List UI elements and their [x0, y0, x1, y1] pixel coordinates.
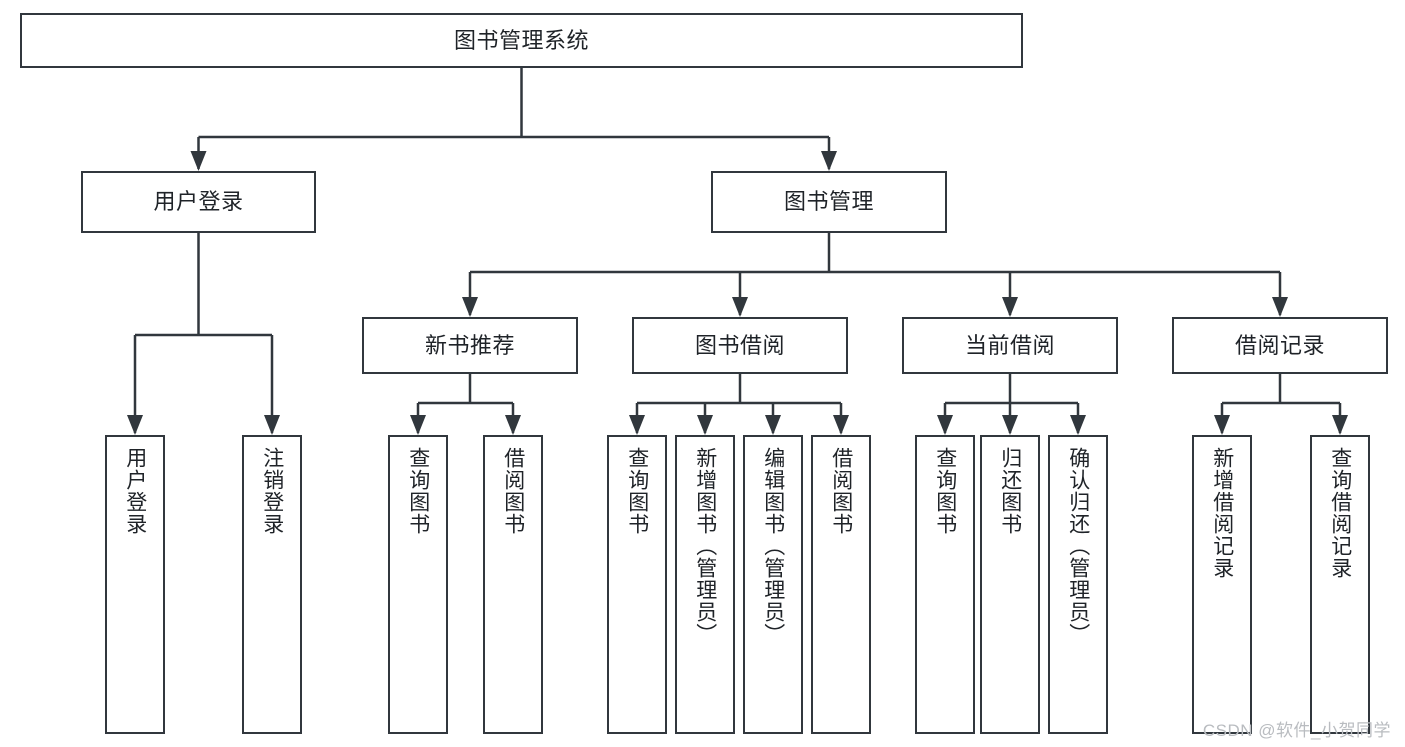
node-label: 图书管理系统 [453, 27, 589, 53]
node-leaf-query-book-rec[interactable]: 查询图书 [388, 435, 448, 734]
node-label: 编辑图书（管理员） [761, 447, 785, 645]
node-new-book-recommend[interactable]: 新书推荐 [362, 317, 578, 374]
node-leaf-user-login[interactable]: 用户登录 [105, 435, 165, 734]
node-label: 借阅图书 [501, 447, 525, 535]
node-leaf-edit-book-admin[interactable]: 编辑图书（管理员） [743, 435, 803, 734]
node-label: 图书借阅 [694, 332, 785, 358]
node-label: 新增借阅记录 [1210, 447, 1234, 579]
node-label: 当前借阅 [964, 332, 1055, 358]
node-root[interactable]: 图书管理系统 [20, 13, 1023, 68]
node-book-manage[interactable]: 图书管理 [711, 171, 947, 233]
node-leaf-query-borrow-rec[interactable]: 查询借阅记录 [1310, 435, 1370, 734]
node-label: 查询图书 [406, 447, 430, 535]
node-leaf-confirm-return[interactable]: 确认归还（管理员） [1048, 435, 1108, 734]
node-leaf-add-book-admin[interactable]: 新增图书（管理员） [675, 435, 735, 734]
node-label: 查询图书 [625, 447, 649, 535]
node-leaf-query-book-bor[interactable]: 查询图书 [607, 435, 667, 734]
node-leaf-logout[interactable]: 注销登录 [242, 435, 302, 734]
node-label: 新书推荐 [424, 332, 515, 358]
node-label: 用户登录 [153, 189, 244, 214]
node-label: 新增图书（管理员） [693, 447, 717, 645]
node-current-borrow[interactable]: 当前借阅 [902, 317, 1118, 374]
node-label: 用户登录 [123, 447, 147, 535]
node-label: 确认归还（管理员） [1066, 447, 1090, 645]
node-leaf-borrow-book-rec[interactable]: 借阅图书 [483, 435, 543, 734]
node-label: 图书管理 [783, 189, 874, 214]
node-label: 注销登录 [260, 447, 284, 535]
node-leaf-add-borrow-rec[interactable]: 新增借阅记录 [1192, 435, 1252, 734]
node-label: 归还图书 [998, 447, 1022, 535]
node-book-borrow[interactable]: 图书借阅 [632, 317, 848, 374]
node-label: 查询借阅记录 [1328, 447, 1352, 579]
node-label: 查询图书 [933, 447, 957, 535]
node-label: 借阅图书 [829, 447, 853, 535]
node-borrow-record[interactable]: 借阅记录 [1172, 317, 1388, 374]
watermark-text: CSDN @软件_小贺同学 [1202, 721, 1391, 740]
node-leaf-borrow-book-bor[interactable]: 借阅图书 [811, 435, 871, 734]
node-leaf-query-book-cur[interactable]: 查询图书 [915, 435, 975, 734]
node-user-login[interactable]: 用户登录 [81, 171, 316, 233]
node-label: 借阅记录 [1234, 332, 1325, 358]
node-leaf-return-book[interactable]: 归还图书 [980, 435, 1040, 734]
